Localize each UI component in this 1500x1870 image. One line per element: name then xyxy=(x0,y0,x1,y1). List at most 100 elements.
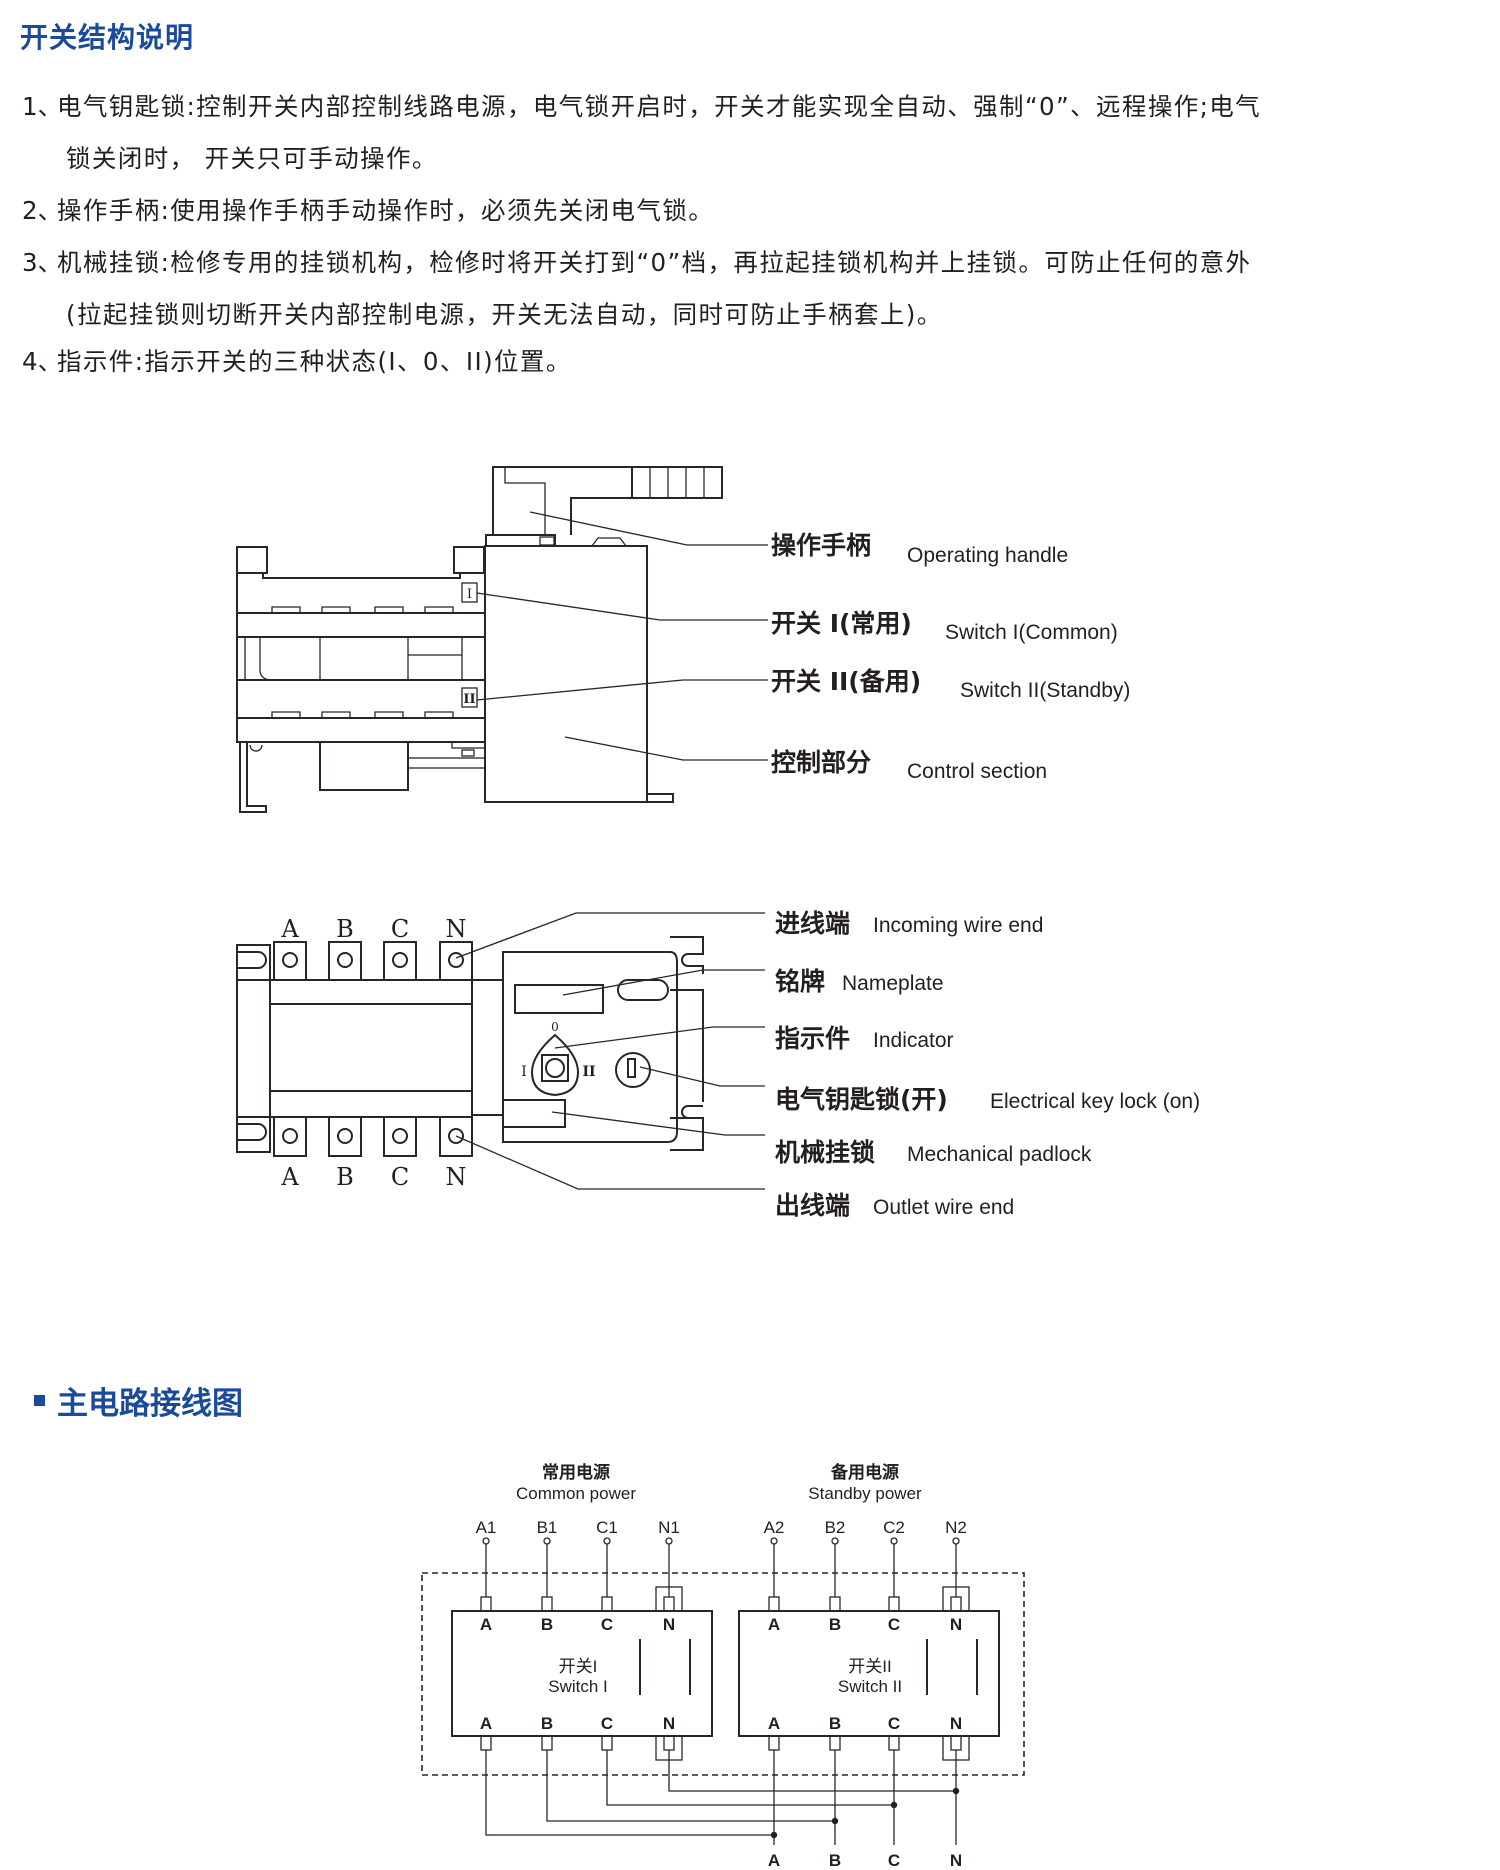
label-cn: 开关 I(常用) xyxy=(771,609,912,638)
phase-label-top: N xyxy=(446,915,467,943)
source-terminal-label: A2 xyxy=(764,1518,785,1537)
terminal-tab xyxy=(950,1596,962,1612)
item-text: 指示件:指示开关的三种状态(I、0、II)位置。 xyxy=(57,347,572,376)
switch-1-cn: 开关I xyxy=(559,1657,598,1676)
junction-dot xyxy=(952,1787,960,1795)
common-power-en: Common power xyxy=(516,1484,636,1503)
terminal-tab xyxy=(768,1735,780,1751)
indicator-mark-1: I xyxy=(521,1064,527,1080)
item-number: 4、 xyxy=(22,347,63,376)
output-phase-label: C xyxy=(888,1851,900,1870)
bullet-square-icon xyxy=(34,1395,45,1406)
junction-dot xyxy=(831,1817,839,1825)
terminal-node xyxy=(952,1537,960,1545)
item-number: 2、 xyxy=(22,196,63,225)
label-cn: 控制部分 xyxy=(771,748,871,777)
incoming-terminal xyxy=(273,941,307,981)
label-cn: 进线端 xyxy=(775,909,850,938)
switch-2-en: Switch II xyxy=(838,1677,902,1696)
terminal-screw-icon xyxy=(337,1128,353,1144)
indicator-icon xyxy=(530,1033,580,1097)
inner-phase-label: C xyxy=(888,1714,900,1733)
terminal-tab xyxy=(663,1596,675,1612)
terminal-tab xyxy=(601,1735,613,1751)
inner-phase-label: A xyxy=(768,1615,780,1634)
bridge-wire xyxy=(668,1750,956,1792)
label-en: Mechanical padlock xyxy=(907,1143,1092,1166)
label-en: Nameplate xyxy=(842,972,944,995)
terminal-tab xyxy=(888,1735,900,1751)
section-title-switch-structure: 开关结构说明 xyxy=(20,21,195,54)
terminal-screw-icon xyxy=(392,1128,408,1144)
item-text: 锁关闭时， 开关只可手动操作。 xyxy=(66,144,438,173)
inner-phase-label: A xyxy=(768,1714,780,1733)
inner-phase-label: C xyxy=(888,1615,900,1634)
inner-phase-label: N xyxy=(950,1714,962,1733)
switch-2-cn: 开关II xyxy=(848,1657,891,1676)
callout-switch-2: 开关 II(备用) Switch II(Standby) xyxy=(771,667,1130,702)
switch-1-mark: I xyxy=(467,587,472,602)
neutral-terminal-box xyxy=(655,1586,683,1612)
front-view-diagram: A B C N A B C N 0 I II xyxy=(236,912,765,1191)
indicator-mark-0: 0 xyxy=(551,1020,559,1034)
inner-phase-label: N xyxy=(663,1714,675,1733)
control-panel xyxy=(502,951,678,1143)
switch-1-en: Switch I xyxy=(548,1677,608,1696)
junction-dot xyxy=(890,1801,898,1809)
outlet-terminal xyxy=(383,1116,417,1157)
inner-phase-label: B xyxy=(541,1615,553,1634)
terminal-node xyxy=(603,1537,611,1545)
label-cn: 操作手柄 xyxy=(771,531,871,560)
incoming-terminal xyxy=(328,941,362,981)
operating-handle-drawing xyxy=(485,466,723,547)
label-en: Control section xyxy=(907,760,1047,783)
item-text: 操作手柄:使用操作手柄手动操作时，必须先关闭电气锁。 xyxy=(57,196,715,225)
item-number: 1、 xyxy=(22,92,63,121)
incoming-terminal xyxy=(383,941,417,981)
callout-operating-handle: 操作手柄 Operating handle xyxy=(771,531,1068,567)
inner-phase-label: B xyxy=(541,1714,553,1733)
terminal-node xyxy=(482,1537,490,1545)
junction-dot xyxy=(770,1831,778,1839)
output-phase-label: B xyxy=(829,1851,841,1870)
label-en: Outlet wire end xyxy=(873,1196,1014,1219)
label-en: Operating handle xyxy=(907,544,1068,567)
section-title-text: 主电路接线图 xyxy=(57,1386,243,1422)
main-circuit-wiring-diagram: 常用电源 Common power 备用电源 Standby power 开关I… xyxy=(421,1462,1025,1870)
indicator-mark-2: II xyxy=(582,1064,595,1080)
switch-1-box xyxy=(451,1610,713,1737)
label-cn: 铭牌 xyxy=(775,967,825,996)
source-terminal-label: A1 xyxy=(476,1518,497,1537)
source-terminal-label: B1 xyxy=(537,1518,558,1537)
phase-label-bottom: A xyxy=(280,1163,299,1191)
terminal-node xyxy=(831,1537,839,1545)
inner-phase-label: B xyxy=(829,1615,841,1634)
label-en: Indicator xyxy=(873,1029,954,1052)
standby-power-cn: 备用电源 xyxy=(830,1462,899,1483)
phase-label-bottom: C xyxy=(391,1163,409,1191)
source-terminal-label: B2 xyxy=(825,1518,846,1537)
item-number: 3、 xyxy=(22,248,63,277)
terminal-screw-icon xyxy=(392,952,408,968)
source-terminal-label: C2 xyxy=(883,1518,905,1537)
switch-2-marker xyxy=(461,687,478,708)
item-text: 电气钥匙锁:控制开关内部控制线路电源，电气锁开启时，开关才能实现全自动、强制“0… xyxy=(57,92,1262,121)
terminal-node xyxy=(543,1537,551,1545)
terminal-screw-icon xyxy=(448,952,464,968)
switch-2-box xyxy=(738,1610,1000,1737)
enclosure-dashed-outline xyxy=(421,1572,1025,1776)
section-title-wiring: 主电路接线图 xyxy=(34,1378,243,1423)
label-cn: 出线端 xyxy=(775,1191,850,1220)
phase-label-top: A xyxy=(280,915,299,943)
callout-key-lock: 电气钥匙锁(开)Electrical key lock (on) xyxy=(775,1085,1200,1114)
terminal-screw-icon xyxy=(448,1128,464,1144)
callout-switch-1: 开关 I(常用) Switch I(Common) xyxy=(771,609,1118,644)
item-text: (拉起挂锁则切断开关内部控制电源，开关无法自动，同时可防止手柄套上)。 xyxy=(66,300,943,329)
phase-label-bottom: B xyxy=(336,1163,354,1191)
inner-phase-label: N xyxy=(950,1615,962,1634)
terminal-tab xyxy=(950,1735,962,1751)
terminal-tab xyxy=(541,1735,553,1751)
switch-body-drawing xyxy=(236,546,486,813)
